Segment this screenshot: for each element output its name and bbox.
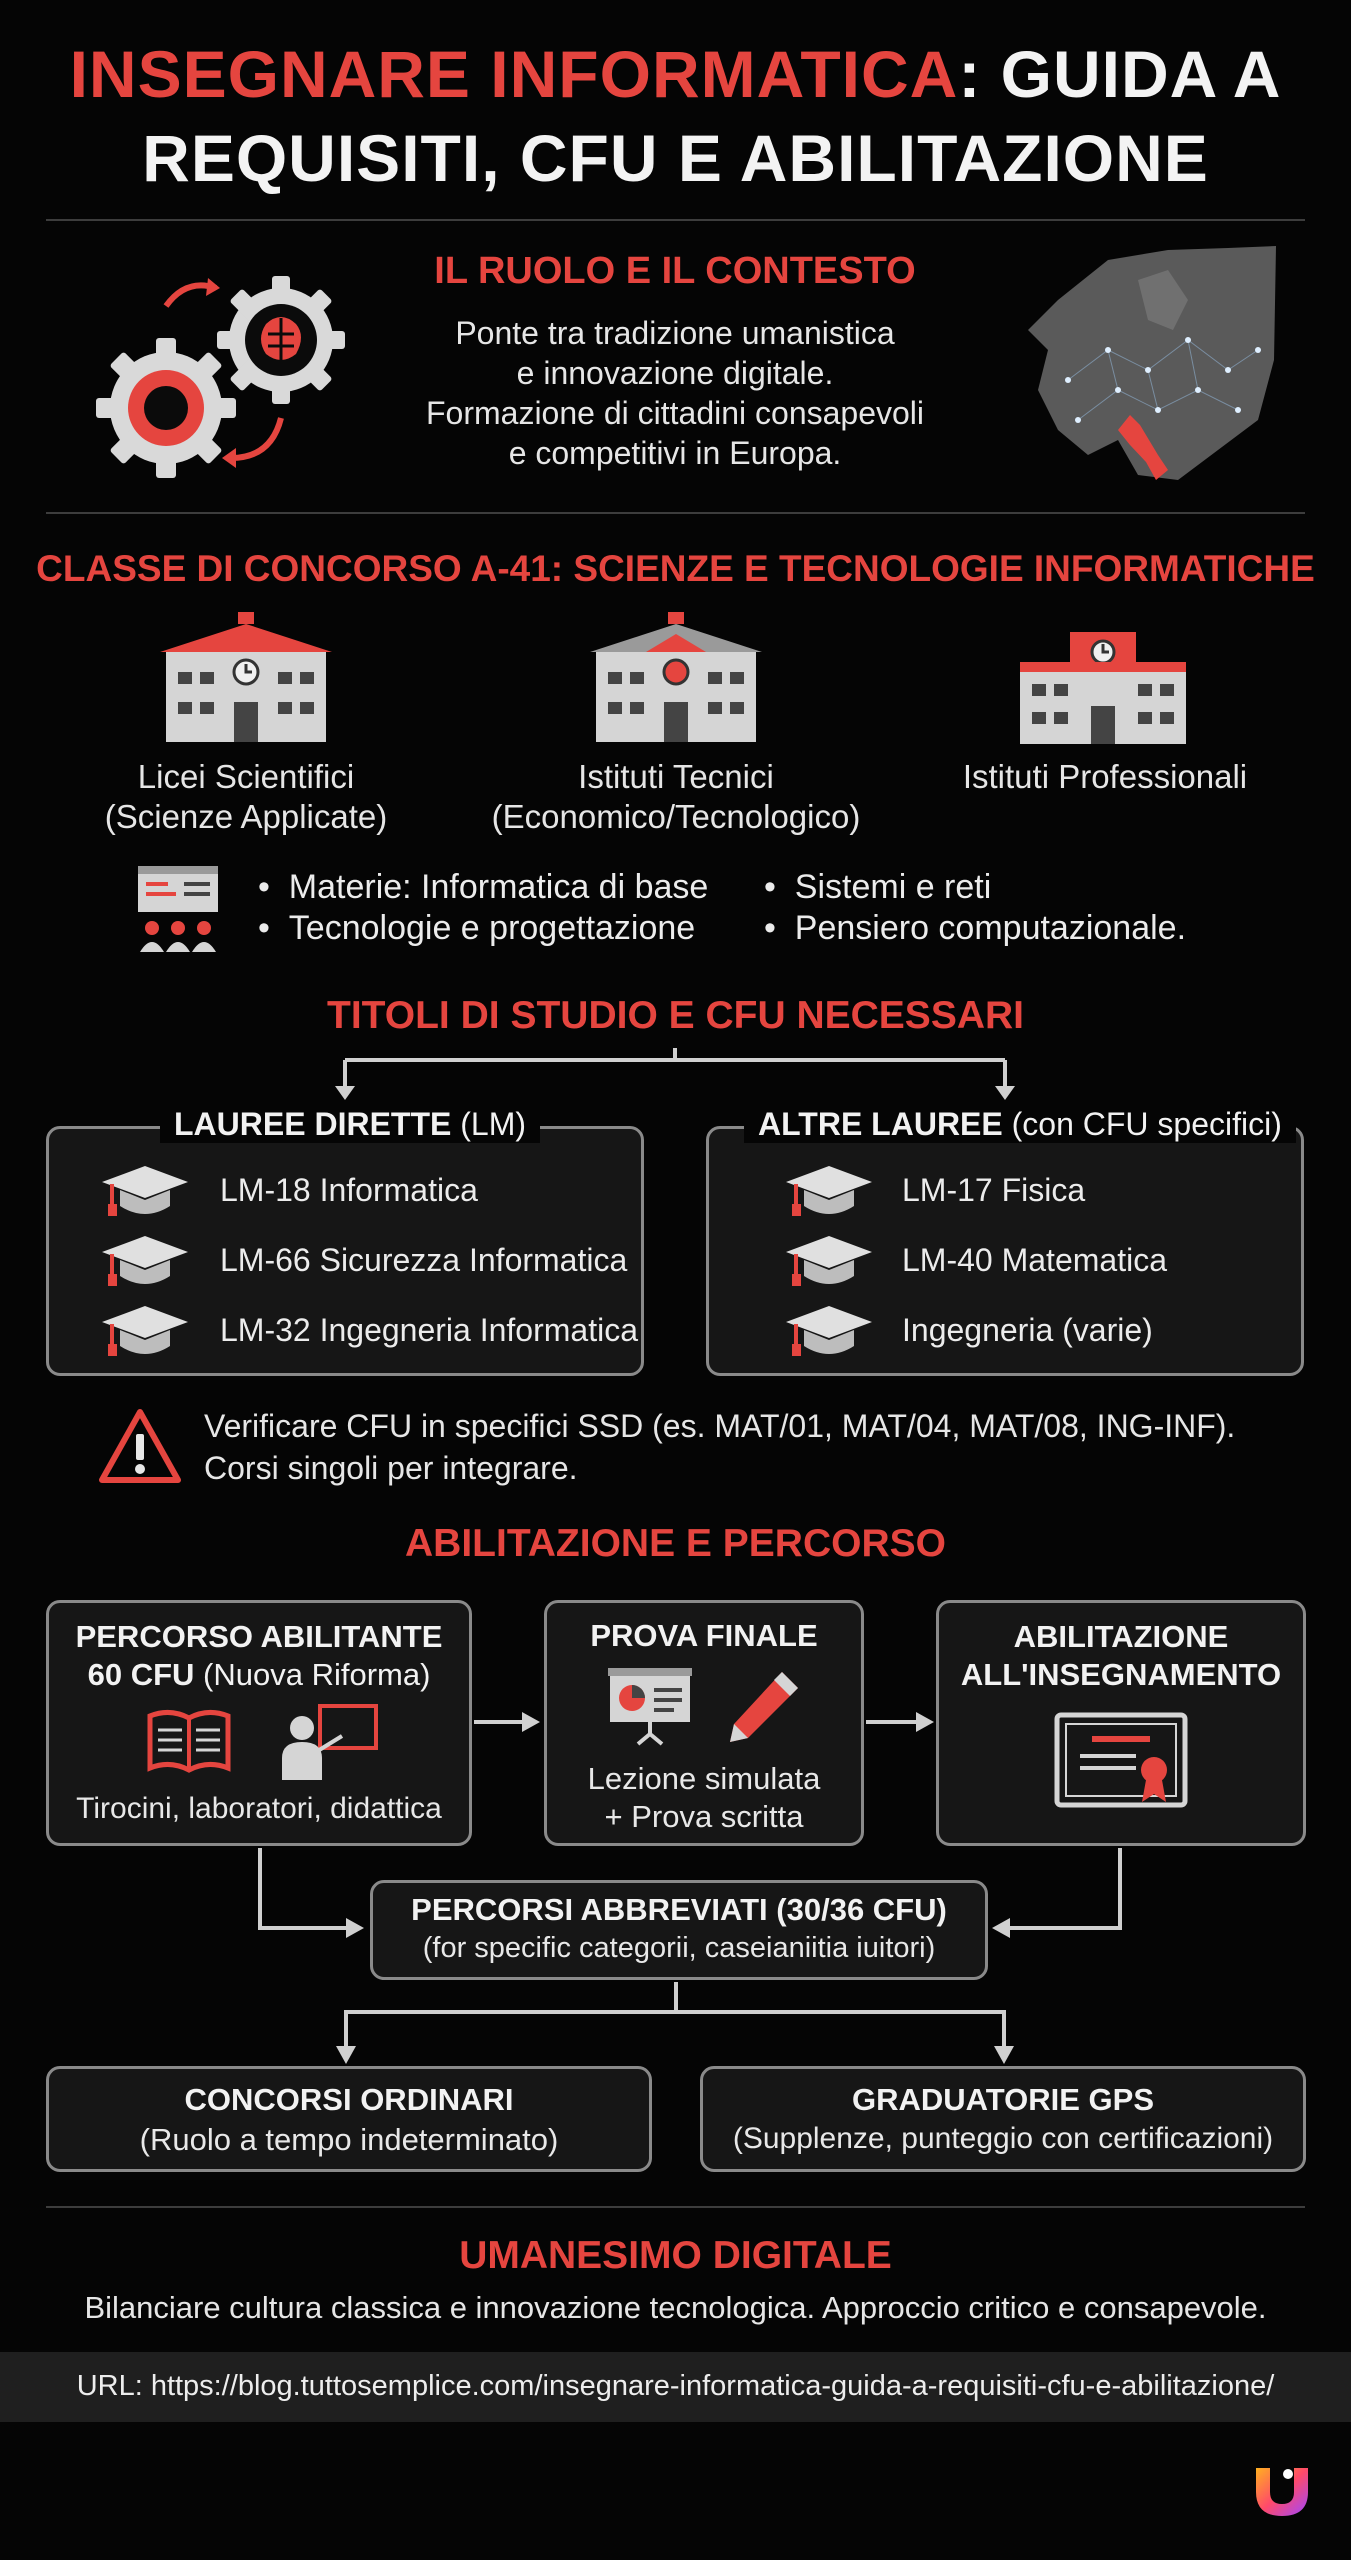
school-building-icon — [160, 612, 332, 742]
school-building-icon — [590, 612, 762, 742]
gears-brain-icon — [96, 276, 345, 478]
graduation-cap-icon — [786, 1236, 872, 1286]
ruolo-heading: IL RUOLO E IL CONTESTO — [434, 250, 916, 292]
warning-icon — [99, 1409, 181, 1483]
graduatorie-gps-box — [700, 2066, 1306, 2172]
laurea-item: LM-18 Informatica — [220, 1172, 478, 1208]
concorsi-ordinari-box — [46, 2066, 652, 2172]
titoli-heading: TITOLI DI STUDIO E CFU NECESSARI — [327, 994, 1024, 1037]
laurea-item: LM-17 Fisica — [902, 1172, 1086, 1208]
graduation-cap-icon — [102, 1166, 188, 1216]
divider — [46, 219, 1305, 221]
prova-finale-title: PROVA FINALE — [590, 1618, 818, 1653]
lauree-dirette-title: LAUREE DIRETTE (LM) — [160, 1106, 540, 1143]
percorsi-abbreviati-box — [370, 1880, 988, 1980]
list-item: • Tecnologie e progettazione — [258, 909, 696, 947]
percorsi-abbreviati-title: PERCORSI ABBREVIATI (30/36 CFU) — [411, 1892, 947, 1927]
graduatorie-gps-title: GRADUATORIE GPS — [852, 2082, 1154, 2117]
concorsi-ordinari-sub: (Ruolo a tempo indeterminato) — [139, 2122, 559, 2157]
school-professionali: Istituti Professionali — [962, 758, 1248, 795]
list-item: • Materie: Informatica di base — [258, 868, 709, 906]
classe-heading: CLASSE DI CONCORSO A-41: SCIENZE E TECNO… — [36, 548, 1315, 589]
cfu-warning: Verificare CFU in specifici SSD (es. MAT… — [204, 1408, 1236, 1486]
list-item: • Sistemi e reti — [764, 868, 992, 906]
url-bar — [0, 2352, 1351, 2422]
umanesimo-text: Bilanciare cultura classica e innovazion… — [84, 2290, 1267, 2325]
certificate-icon — [1054, 1712, 1188, 1808]
abilitazione-title: ABILITAZIONE ALL'INSEGNAMENTO — [960, 1619, 1282, 1692]
branch-arrows — [335, 1048, 1015, 1100]
percorsi-abbreviati-sub: (for specific categorii, caseianiitia iu… — [422, 1932, 936, 1964]
prova-finale-text: Lezione simulata + Prova scritta — [587, 1761, 821, 1834]
page-title: INSEGNARE INFORMATICA: GUIDA A REQUISITI… — [69, 37, 1282, 195]
laurea-item: LM-40 Matematica — [902, 1242, 1167, 1278]
prova-finale-box — [544, 1600, 864, 1846]
open-book-icon — [147, 1710, 231, 1773]
slideshow-icon — [608, 1668, 692, 1746]
graduation-cap-icon — [786, 1306, 872, 1356]
ruolo-description: Ponte tra tradizione umanistica e innova… — [425, 315, 925, 471]
altre-lauree-title: ALTRE LAUREE (con CFU specifici) — [744, 1106, 1296, 1143]
graduation-cap-icon — [786, 1166, 872, 1216]
presentation-icon — [138, 866, 218, 952]
teacher-icon — [282, 1704, 378, 1780]
brand-logo-icon — [1256, 2468, 1308, 2516]
divider — [46, 2206, 1305, 2208]
europe-map-icon — [1028, 246, 1276, 480]
divider — [46, 512, 1305, 514]
percorso-abilitante-title: PERCORSO ABILITANTE 60 CFU (Nuova Riform… — [75, 1619, 443, 1692]
source-url[interactable]: URL: https://blog.tuttosemplice.com/inse… — [76, 2370, 1275, 2402]
abilitazione-heading: ABILITAZIONE E PERCORSO — [405, 1522, 946, 1565]
percorso-abilitante-box — [46, 1600, 472, 1846]
school-licei: Licei Scientifici (Scienze Applicate) — [104, 758, 388, 835]
school-building-icon — [1020, 632, 1186, 744]
percorso-caption: Tirocini, laboratori, didattica — [76, 1792, 442, 1825]
graduation-cap-icon — [102, 1306, 188, 1356]
pen-icon — [730, 1672, 798, 1742]
laurea-item: Ingegneria (varie) — [902, 1312, 1153, 1348]
concorsi-ordinari-title: CONCORSI ORDINARI — [184, 2082, 514, 2117]
umanesimo-heading: UMANESIMO DIGITALE — [459, 2234, 892, 2277]
school-tecnici: Istituti Tecnici (Economico/Tecnologico) — [491, 758, 861, 835]
graduation-cap-icon — [102, 1236, 188, 1286]
laurea-item: LM-66 Sicurezza Informatica — [220, 1242, 628, 1278]
graduatorie-gps-sub: (Supplenze, punteggio con certificazioni… — [732, 2122, 1274, 2155]
laurea-item: LM-32 Ingegneria Informatica — [220, 1312, 638, 1348]
list-item: • Pensiero computazionale. — [764, 909, 1187, 947]
